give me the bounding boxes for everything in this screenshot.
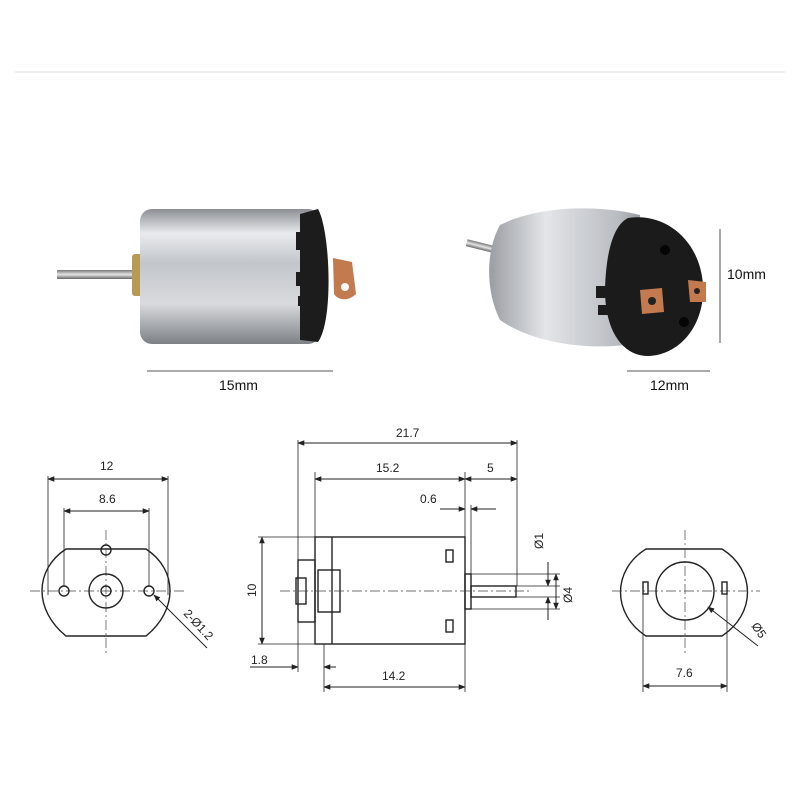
motor-photos xyxy=(15,71,785,372)
boss-dia-value: Ø4 xyxy=(561,587,575,603)
front-outline xyxy=(41,548,171,637)
rear-view xyxy=(612,530,760,692)
rear-slot-right xyxy=(721,581,728,595)
front-view xyxy=(30,476,208,655)
bore-dia-value: Ø5 xyxy=(749,620,770,641)
hole-leader xyxy=(153,594,208,649)
shaft-length-value: 5 xyxy=(487,461,494,475)
side-view xyxy=(250,440,560,692)
shaft-dia-value: Ø1 xyxy=(532,533,546,549)
front-spacing-value: 8.6 xyxy=(99,492,116,506)
rear-width-value: 7.6 xyxy=(676,666,693,680)
front-width-value: 12 xyxy=(100,459,114,473)
overall-length-value: 21.7 xyxy=(396,426,420,440)
side-shaft xyxy=(470,585,517,598)
length-label: 15mm xyxy=(219,377,258,393)
technical-drawing: 12 8.6 2-Ø1.2 xyxy=(30,426,770,692)
height-label: 10mm xyxy=(727,266,766,282)
rear-outline xyxy=(619,548,749,637)
bore-leader xyxy=(707,606,759,647)
hole-callout: 2-Ø1.2 xyxy=(181,606,216,643)
rear-offset-value: 1.8 xyxy=(251,653,268,667)
motor-rear-photo xyxy=(465,208,706,356)
can-slot-bottom xyxy=(445,619,454,633)
height-value: 10 xyxy=(245,583,259,597)
motor-can xyxy=(140,209,320,344)
front-boss xyxy=(464,573,472,610)
front-bore xyxy=(88,573,124,609)
rear-slot-left xyxy=(642,581,649,595)
gap-value: 0.6 xyxy=(420,492,437,506)
body-length-value: 15.2 xyxy=(376,461,400,475)
mount-hole-top xyxy=(100,544,112,556)
rear-bore xyxy=(655,561,715,621)
can-slot-top xyxy=(445,549,454,563)
width-label: 12mm xyxy=(650,377,689,393)
can-length-value: 14.2 xyxy=(382,669,406,683)
motor-side-photo xyxy=(57,209,356,344)
terminal-tab xyxy=(333,258,356,300)
rear-cap xyxy=(605,217,704,356)
motor-shaft xyxy=(57,270,143,279)
side-can xyxy=(314,536,466,645)
